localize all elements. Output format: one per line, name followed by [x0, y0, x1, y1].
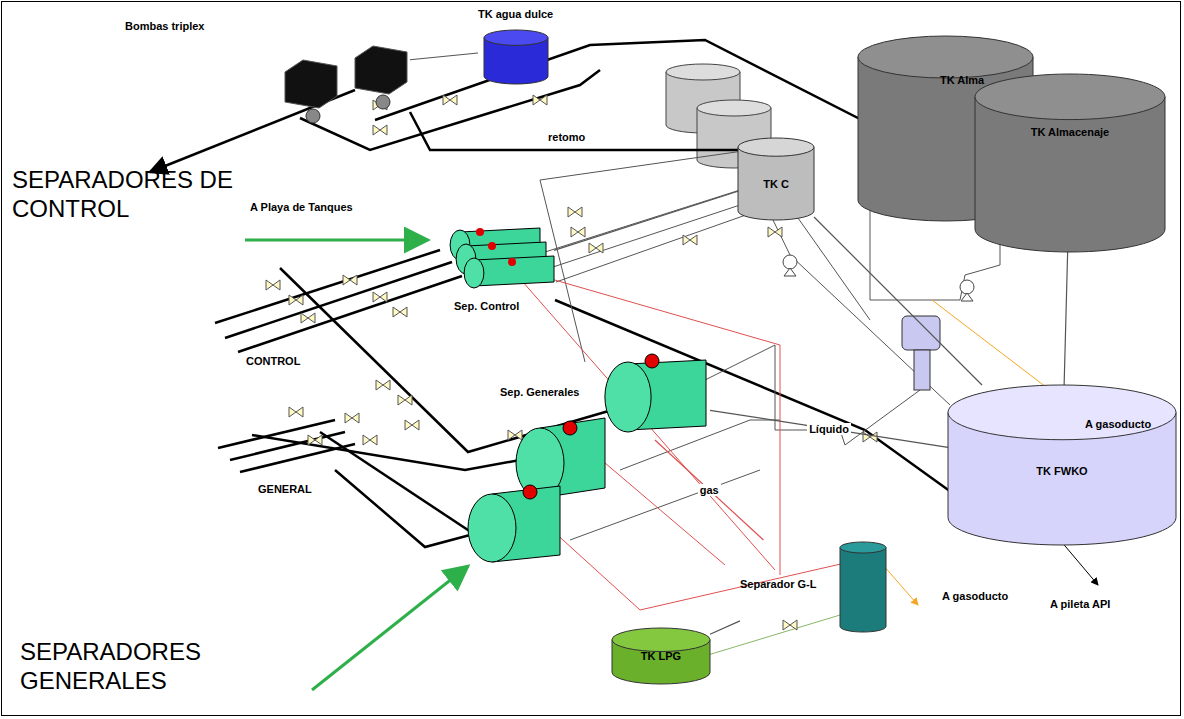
valve-symbol: [783, 620, 797, 630]
valve-symbol: [301, 313, 315, 323]
valve-symbol: [373, 125, 387, 135]
valve-symbol: [266, 280, 280, 290]
valve-symbol: [398, 395, 412, 405]
valve-symbol: [533, 95, 547, 105]
valve-symbol: [571, 227, 585, 237]
equipment-node: Sep. Generales: [500, 348, 710, 440]
pipe-connector: [1064, 252, 1068, 385]
callout-arrow: [245, 239, 428, 242]
equipment-node: TK FWKO: [948, 385, 1176, 545]
equipment-label: TK Almacenaje: [1031, 126, 1109, 138]
pipe-connector: [554, 191, 738, 250]
stream-label: CONTROL: [246, 355, 300, 367]
valve-symbol: [863, 432, 877, 442]
valve-symbol: [683, 235, 697, 245]
stream-label: A pileta API: [1050, 598, 1110, 610]
equipment-label: Sep. Generales: [500, 386, 580, 398]
equipment-node: TK C: [738, 138, 814, 220]
vessel-shape: [478, 8, 578, 88]
valve-symbol: [568, 207, 582, 217]
equipment-label: TK LPG: [641, 650, 681, 662]
valve-symbol: [289, 407, 303, 417]
equipment-label: TK C: [763, 178, 789, 190]
equipment-node: Sep. Control: [432, 220, 554, 320]
valve-symbol: [343, 275, 357, 285]
transfer-pumps: [783, 255, 974, 301]
callout-arrow: [312, 566, 468, 690]
valve-symbol: [345, 413, 359, 423]
stream-label: A gasoducto: [1085, 418, 1151, 430]
equipment-node: Bombas triplex: [115, 12, 410, 137]
callout-title: SEPARADORES DE CONTROL: [12, 165, 262, 223]
valve-symbol: [768, 227, 782, 237]
valve-symbol: [373, 292, 387, 302]
pipe-connector: [655, 440, 764, 540]
pipe-connector: [814, 217, 982, 385]
api-arrow: [1060, 540, 1098, 585]
pipe-label: Líquido: [807, 423, 851, 435]
equipment-label: TK FWKO: [1036, 465, 1087, 477]
callout-title: SEPARADORES GENERALES: [20, 637, 270, 695]
general-separators: [468, 418, 605, 562]
stream-label: retomo: [548, 131, 585, 143]
equipment-node: TK agua dulce: [478, 8, 578, 88]
valve-symbol: [289, 295, 303, 305]
equipment-label: TK Alma: [940, 74, 984, 86]
valve-symbol: [363, 435, 377, 445]
pipe-connector: [710, 410, 948, 447]
valve-symbol: [308, 435, 322, 445]
equipment-node: TK LPG: [612, 628, 710, 684]
vessel-shape: [975, 74, 1165, 252]
pipe-label: gas: [698, 484, 721, 496]
pipe-connector: [710, 621, 740, 634]
valve-symbol: [443, 95, 457, 105]
valve-symbol: [508, 430, 522, 440]
valve-symbol: [376, 380, 390, 390]
equipment-label: Bombas triplex: [125, 20, 204, 32]
pipe-connector: [410, 53, 478, 60]
stream-label: A Playa de Tanques: [250, 201, 353, 213]
valve-symbol: [589, 243, 603, 253]
liquid-lines: [540, 150, 1000, 655]
stream-label: GENERAL: [258, 483, 312, 495]
valve-symbol: [405, 420, 419, 430]
gun-barrel: [902, 316, 940, 390]
valve-symbol: [393, 307, 407, 317]
equipment-label: TK agua dulce: [478, 8, 553, 20]
equipment-node: TK Almacenaje: [975, 74, 1165, 252]
equipment-node: Separador G-L: [740, 540, 890, 635]
equipment-label: Separador G-L: [740, 578, 816, 590]
gas-lines: [508, 265, 880, 610]
stream-label: A gasoducto: [942, 590, 1008, 602]
equipment-label: Sep. Control: [454, 300, 519, 312]
